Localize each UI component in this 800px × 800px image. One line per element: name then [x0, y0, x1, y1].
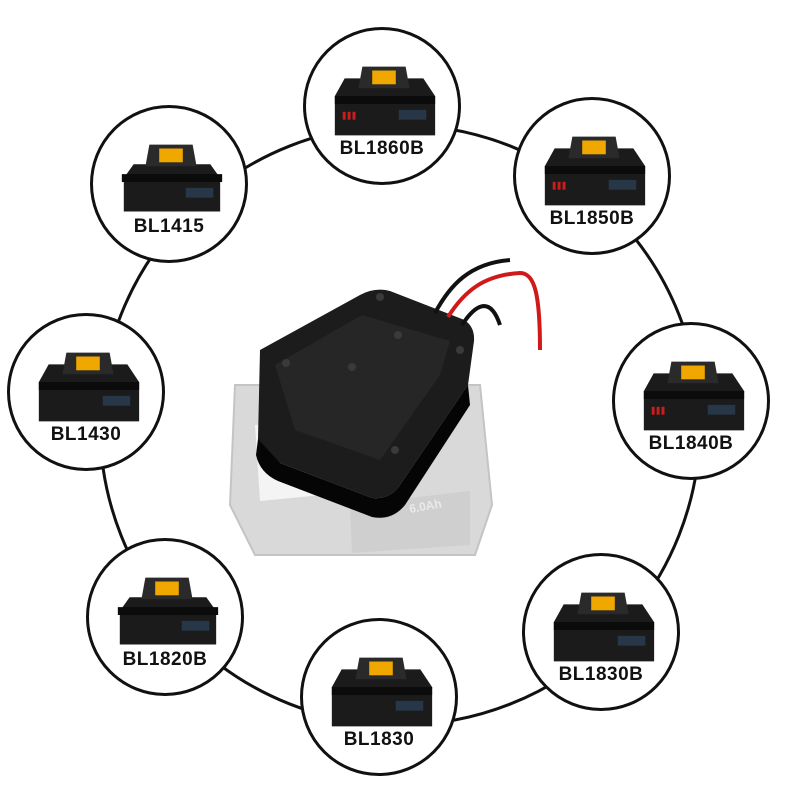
red-wire — [446, 270, 542, 351]
black-wire — [433, 258, 511, 314]
battery-pack-icon — [38, 352, 140, 422]
ghost-battery-text: 6.0Ah — [408, 496, 443, 515]
battery-pack-icon — [553, 592, 655, 662]
battery-pack-icon — [117, 577, 219, 645]
battery-model-label: BL1860B — [339, 138, 425, 159]
battery-bubble-bl1830: BL1830 — [300, 618, 458, 776]
battery-bubble-bl1820b: BL1820B — [86, 538, 244, 696]
battery-bubble-bl1830b: BL1830B — [522, 553, 680, 711]
adapter-body — [256, 289, 475, 518]
battery-pack-icon — [334, 66, 436, 136]
battery-model-label: BL1820B — [122, 649, 208, 670]
battery-model-label: BL1830 — [343, 729, 415, 750]
battery-model-label: BL1840B — [648, 433, 734, 454]
battery-pack-icon — [121, 144, 223, 212]
battery-bubble-bl1840b: BL1840B — [612, 322, 770, 480]
battery-pack-icon — [544, 136, 646, 206]
battery-bubble-bl1430: BL1430 — [7, 313, 165, 471]
battery-model-label: BL1830B — [558, 664, 644, 685]
black-wire-lead — [460, 304, 502, 327]
battery-model-label: BL1430 — [50, 424, 122, 445]
battery-pack-icon — [643, 361, 745, 431]
battery-bubble-bl1415: BL1415 — [90, 105, 248, 263]
battery-bubble-bl1860b: BL1860B — [303, 27, 461, 185]
battery-pack-icon — [331, 657, 433, 727]
battery-adapter-icon: 6.0Ah — [228, 258, 542, 556]
battery-bubble-bl1850b: BL1850B — [513, 97, 671, 255]
battery-model-label: BL1850B — [549, 208, 635, 229]
battery-model-label: BL1415 — [133, 216, 205, 237]
